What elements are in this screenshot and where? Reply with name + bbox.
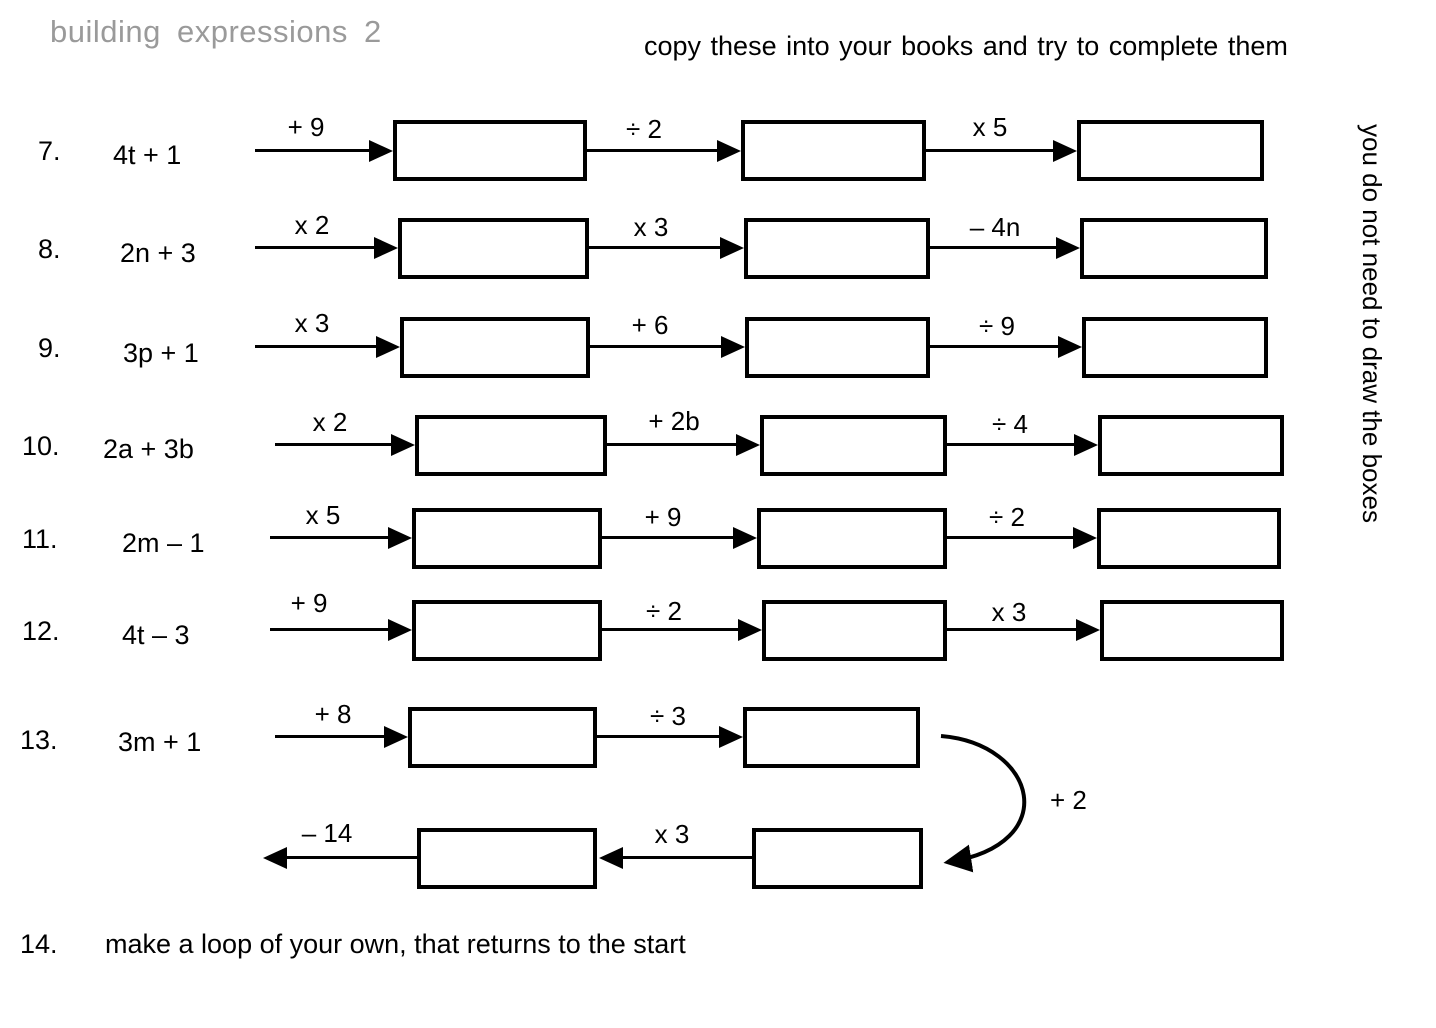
answer-box xyxy=(398,218,589,279)
arrow-right-icon xyxy=(930,336,1082,358)
operation-label: x 2 xyxy=(312,407,348,437)
start-expression: 3m + 1 xyxy=(118,727,202,757)
operation-label: + 2b xyxy=(648,406,700,436)
arrow-right-icon xyxy=(587,140,741,162)
problem-number: 11. xyxy=(22,524,58,554)
operation-label: + 2 xyxy=(1050,785,1087,815)
answer-box xyxy=(415,415,607,476)
answer-box xyxy=(745,317,930,378)
answer-box xyxy=(408,707,597,768)
arrow-left-icon xyxy=(599,847,752,869)
operation-label: + 9 xyxy=(290,588,328,618)
answer-box xyxy=(1082,317,1268,378)
operation-label: ÷ 2 xyxy=(989,502,1025,532)
problem-number: 8. xyxy=(38,234,61,264)
operation-label: x 3 xyxy=(991,597,1027,627)
operation-label: – 14 xyxy=(301,818,353,848)
answer-box xyxy=(1100,600,1284,661)
arrow-right-icon xyxy=(926,140,1077,162)
problem-number: 12. xyxy=(22,616,60,646)
operation-label: – 4n xyxy=(969,212,1021,242)
operation-label: + 9 xyxy=(644,502,682,532)
operation-label: + 9 xyxy=(287,112,325,142)
answer-box xyxy=(757,508,947,569)
answer-box xyxy=(400,317,590,378)
arrow-right-icon xyxy=(597,726,743,748)
start-expression: 3p + 1 xyxy=(123,338,199,368)
operation-label: ÷ 2 xyxy=(626,114,662,144)
arrow-right-icon xyxy=(275,726,408,748)
arrow-right-icon xyxy=(255,140,393,162)
start-expression: 2n + 3 xyxy=(120,238,196,268)
answer-box xyxy=(744,218,930,279)
answer-box xyxy=(741,120,926,181)
arrow-right-icon xyxy=(270,527,412,549)
answer-box xyxy=(760,415,947,476)
answer-box xyxy=(393,120,587,181)
arrow-right-icon xyxy=(930,237,1080,259)
instruction-text: copy these into your books and try to co… xyxy=(644,31,1288,61)
page-title: building expressions 2 xyxy=(50,14,382,49)
arrow-right-icon xyxy=(589,237,744,259)
answer-box xyxy=(417,828,597,889)
answer-box xyxy=(762,600,947,661)
operation-label: ÷ 9 xyxy=(979,311,1015,341)
answer-box xyxy=(1077,120,1264,181)
answer-box xyxy=(412,600,602,661)
operation-label: x 5 xyxy=(972,112,1008,142)
arrow-right-icon xyxy=(602,619,762,641)
answer-box xyxy=(412,508,602,569)
arrow-right-icon xyxy=(602,527,757,549)
answer-box xyxy=(1098,415,1284,476)
arrow-left-icon xyxy=(263,847,417,869)
problem-number: 7. xyxy=(38,136,61,166)
problem-number: 14. xyxy=(20,929,58,959)
operation-label: ÷ 2 xyxy=(646,596,682,626)
problem-number: 10. xyxy=(22,431,60,461)
arrow-right-icon xyxy=(255,336,400,358)
operation-label: x 3 xyxy=(654,819,690,849)
problem-number: 13. xyxy=(20,725,58,755)
answer-box xyxy=(743,707,920,768)
start-expression: 2m – 1 xyxy=(122,528,205,558)
start-expression: 2a + 3b xyxy=(103,434,194,464)
arrow-right-icon xyxy=(947,434,1098,456)
start-expression: 4t – 3 xyxy=(122,620,190,650)
operation-label: x 3 xyxy=(294,308,330,338)
answer-box xyxy=(1097,508,1281,569)
answer-box xyxy=(752,828,923,889)
arrow-right-icon xyxy=(947,619,1100,641)
arrow-right-icon xyxy=(947,527,1097,549)
problem-number: 9. xyxy=(38,333,61,363)
task-text: make a loop of your own, that returns to… xyxy=(105,929,686,959)
arrow-right-icon xyxy=(270,619,412,641)
operation-label: + 6 xyxy=(631,310,669,340)
start-expression: 4t + 1 xyxy=(113,140,182,170)
arrow-right-icon xyxy=(275,434,415,456)
arrow-right-icon xyxy=(590,336,745,358)
arrow-right-icon xyxy=(607,434,760,456)
operation-label: + 8 xyxy=(314,699,352,729)
operation-label: ÷ 4 xyxy=(992,409,1028,439)
arrow-right-icon xyxy=(255,237,398,259)
loop-arrow-icon xyxy=(940,734,1027,873)
operation-label: ÷ 3 xyxy=(650,701,686,731)
operation-label: x 3 xyxy=(633,212,669,242)
answer-box xyxy=(1080,218,1268,279)
operation-label: x 5 xyxy=(305,500,341,530)
operation-label: x 2 xyxy=(294,210,330,240)
side-note-vertical: you do not need to draw the boxes xyxy=(1357,124,1387,523)
